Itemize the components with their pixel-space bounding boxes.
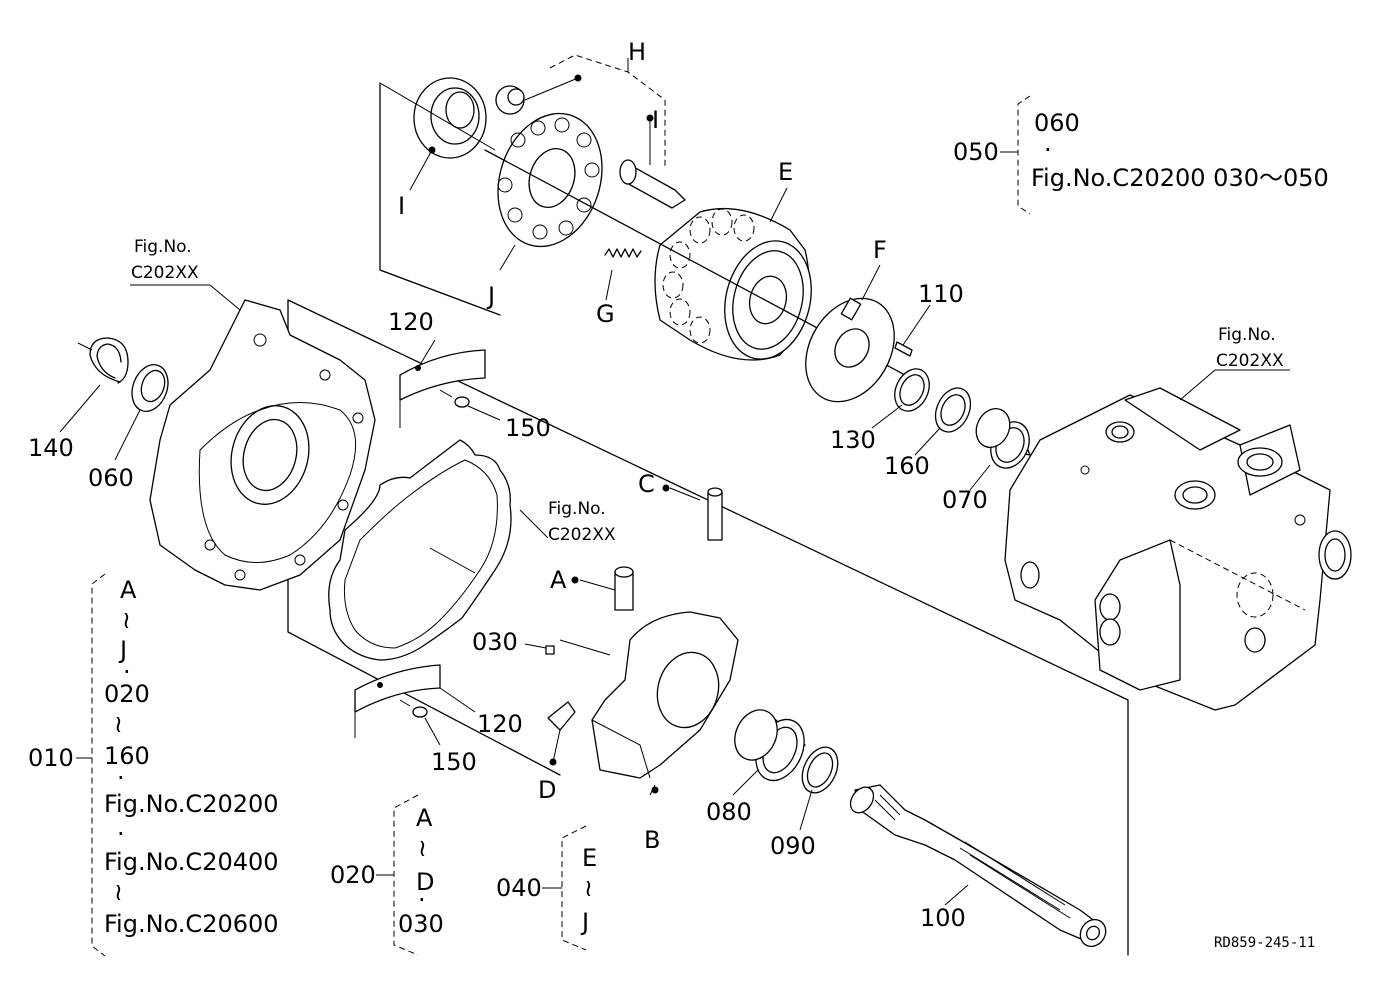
label-030: 030: [472, 628, 518, 656]
group-010-item-10: ·: [117, 820, 125, 848]
label-100: 100: [920, 904, 966, 932]
plug-030: [545, 645, 555, 655]
label-c: C: [638, 470, 655, 498]
group-040-item-2: ≀: [584, 874, 593, 902]
label-h: H: [628, 38, 646, 66]
part-b-port-block: [591, 611, 739, 779]
group-050-item-3: Fig.No.C20200 030～050: [1031, 164, 1329, 192]
label-110: 110: [918, 280, 964, 308]
group-010-item-12: ≀: [114, 878, 123, 906]
label-f: F: [873, 236, 887, 264]
group-020-item-5: 030: [398, 910, 444, 938]
ring-130: [894, 368, 930, 412]
label-140: 140: [28, 434, 74, 462]
fig-ref-gasket-title: Fig.No.: [548, 499, 606, 519]
rotating-group-frame: [379, 82, 501, 316]
group-040-code: 040: [496, 874, 542, 902]
fig-ref-right-title: Fig.No.: [1218, 325, 1276, 345]
group-010-item-9: Fig.No.C20200: [104, 790, 279, 818]
spring-g: [604, 248, 642, 258]
group-010-item-2: ≀: [122, 606, 131, 634]
label-i-lower: I: [398, 192, 405, 220]
group-020-item-4: ·: [418, 886, 426, 914]
label-150-lower: 150: [431, 748, 477, 776]
group-010-code: 010: [28, 744, 74, 772]
part-j-retainer-plate: [497, 112, 603, 248]
group-010-item-1: A: [120, 576, 137, 604]
label-090: 090: [770, 832, 816, 860]
fig-ref-left-title: Fig.No.: [134, 237, 192, 257]
pump-housing: [149, 299, 376, 591]
label-120-lower: 120: [477, 710, 523, 738]
seal-060: [131, 364, 169, 412]
label-e: E: [778, 158, 793, 186]
drawing-code: RD859-245-11: [1214, 935, 1315, 951]
fig-ref-gasket-code: C202XX: [548, 525, 616, 545]
label-080: 080: [706, 798, 752, 826]
label-a: A: [550, 566, 567, 594]
screw-150-lower: [399, 699, 428, 718]
valve-body-assembly: [1004, 387, 1352, 711]
label-060-left: 060: [88, 464, 134, 492]
group-010-item-4: ·: [123, 658, 131, 686]
label-150-upper: 150: [505, 414, 551, 442]
group-010: 010 A ≀ J · 020 ≀ 160 · Fig.No.C20200 · …: [28, 573, 279, 957]
ball-guide: [495, 85, 525, 115]
group-040-item-3: J: [580, 908, 589, 936]
pin-c: [707, 487, 723, 541]
label-d: D: [538, 776, 556, 804]
part-f-swash-plate: [805, 297, 895, 403]
snap-ring-140: [89, 337, 129, 384]
part-i-retainer: [413, 77, 487, 159]
group-020-item-1: A: [416, 804, 433, 832]
label-160-right: 160: [884, 452, 930, 480]
group-050-code: 050: [953, 138, 999, 166]
group-050: 050 060 · Fig.No.C20200 030～050: [953, 95, 1329, 215]
label-b: B: [644, 826, 660, 854]
group-010-item-5: 020: [104, 680, 150, 708]
group-020-item-3: D: [416, 868, 434, 896]
piston-pin: [619, 118, 686, 209]
group-020-item-2: ≀: [418, 834, 427, 862]
label-130: 130: [830, 426, 876, 454]
group-050-item-1: 060: [1034, 109, 1080, 137]
label-070: 070: [942, 486, 988, 514]
group-020: 020 A ≀ D · 030: [330, 794, 444, 956]
ring-160-right: [934, 387, 972, 433]
fig-ref-right-code: C202XX: [1216, 351, 1284, 371]
bearing-070: [975, 408, 1031, 469]
shim-120-upper: [399, 349, 486, 428]
label-i-upper: I: [652, 106, 659, 134]
group-010-item-8: ·: [117, 764, 125, 792]
group-010-item-3: J: [118, 636, 127, 664]
screw-150-upper: [439, 389, 470, 408]
group-020-code: 020: [330, 861, 376, 889]
main-frame-right: [287, 299, 1129, 956]
part-e-cylinder-block: [654, 207, 812, 361]
bearing-080: [734, 709, 806, 782]
group-010-item-7: 160: [104, 742, 150, 770]
ring-090: [801, 746, 839, 794]
gasket: [328, 439, 512, 661]
axis-line-lower: [559, 639, 611, 656]
fig-ref-left-code: C202XX: [131, 263, 199, 283]
pin-110: [894, 304, 931, 357]
pin-a: [614, 566, 634, 611]
group-040: 040 E ≀ J: [496, 825, 597, 951]
group-050-item-2: ·: [1044, 136, 1052, 164]
label-g: G: [596, 300, 615, 328]
part-d-plate: [547, 701, 576, 763]
shim-120-lower: [354, 664, 441, 738]
label-j: J: [486, 282, 495, 310]
group-040-item-1: E: [582, 844, 597, 872]
shaft-100: [849, 784, 1107, 948]
group-010-item-13: Fig.No.C20600: [104, 910, 279, 938]
group-010-item-6: ≀: [114, 710, 123, 738]
label-120-upper: 120: [388, 308, 434, 336]
group-010-item-11: Fig.No.C20400: [104, 848, 279, 876]
